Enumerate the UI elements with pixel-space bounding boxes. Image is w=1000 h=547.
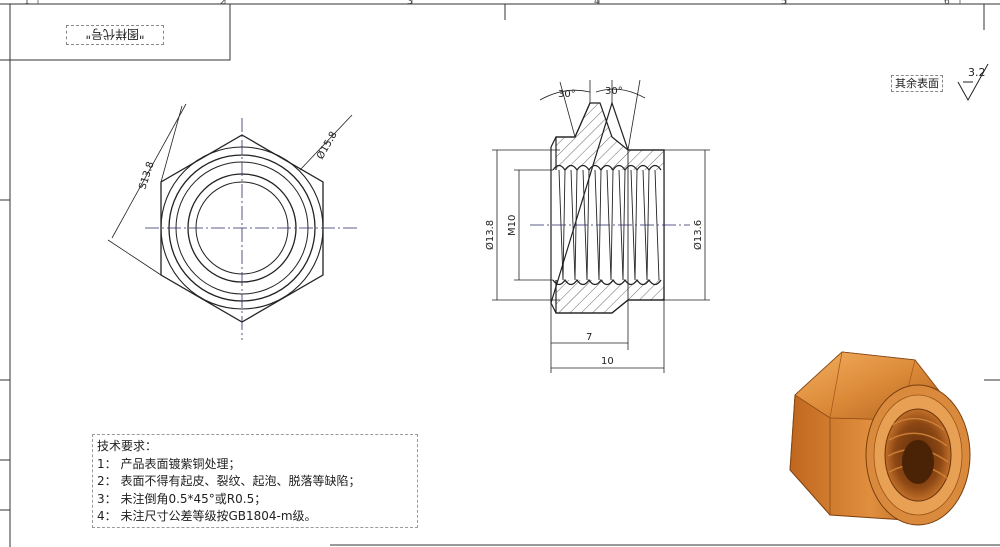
- thread-label: M10: [507, 215, 518, 236]
- body-diameter-dimension: [664, 149, 710, 301]
- hex-length-label: 7: [586, 332, 592, 343]
- chamfer-angle-right-label: 30°: [605, 86, 623, 97]
- surface-finish-label: 其余表面: [891, 75, 943, 92]
- zone-number-4: 4: [594, 0, 600, 7]
- zone-number-1: 1: [24, 0, 30, 7]
- zone-number-3: 3: [407, 0, 413, 7]
- chamfer-angle-dimensions: [539, 79, 646, 151]
- thread-dimension: [514, 169, 553, 281]
- section-view: [530, 101, 690, 314]
- outer-diameter-dimension: [299, 114, 353, 171]
- hex-length-dimension: [550, 300, 629, 373]
- zone-number-2: 2: [220, 0, 226, 7]
- technical-requirements: 技术要求： 1： 产品表面镀紫铜处理； 2： 表面不得有起皮、裂纹、起泡、脱落等…: [92, 434, 418, 528]
- collar-diameter-label: Ø13.8: [484, 220, 496, 250]
- total-length-dimension: [551, 300, 665, 373]
- drawing-number: "图样代号": [66, 25, 164, 45]
- nut-3d-render: [789, 351, 971, 526]
- total-length-label: 10: [601, 356, 614, 367]
- drawing-frame: [0, 3, 1000, 547]
- across-flats-dimension: [107, 103, 187, 276]
- zone-number-6: 6: [944, 0, 950, 7]
- requirement-item-4: 4： 未注尺寸公差等级按GB1804-m级。: [97, 509, 317, 523]
- surface-finish-value: 3.2: [968, 66, 986, 79]
- surface-finish-symbol: [957, 63, 989, 102]
- chamfer-angle-left-label: 30°: [558, 89, 576, 100]
- requirement-item-1: 1： 产品表面镀紫铜处理；: [97, 456, 241, 471]
- technical-requirements-title: 技术要求：: [97, 439, 158, 453]
- body-diameter-label: Ø13.6: [692, 220, 704, 250]
- requirement-item-3: 3： 未注倒角0.5*45°或R0.5；: [97, 491, 267, 506]
- across-flats-label: S13.8: [137, 160, 156, 191]
- requirement-item-2: 2： 表面不得有起皮、裂纹、起泡、脱落等缺陷；: [97, 474, 361, 488]
- zone-number-5: 5: [781, 0, 787, 7]
- zone-ticks: [37, 0, 961, 4]
- outer-diameter-label: Ø15.8: [314, 129, 339, 161]
- collar-diameter-dimension: [492, 149, 560, 301]
